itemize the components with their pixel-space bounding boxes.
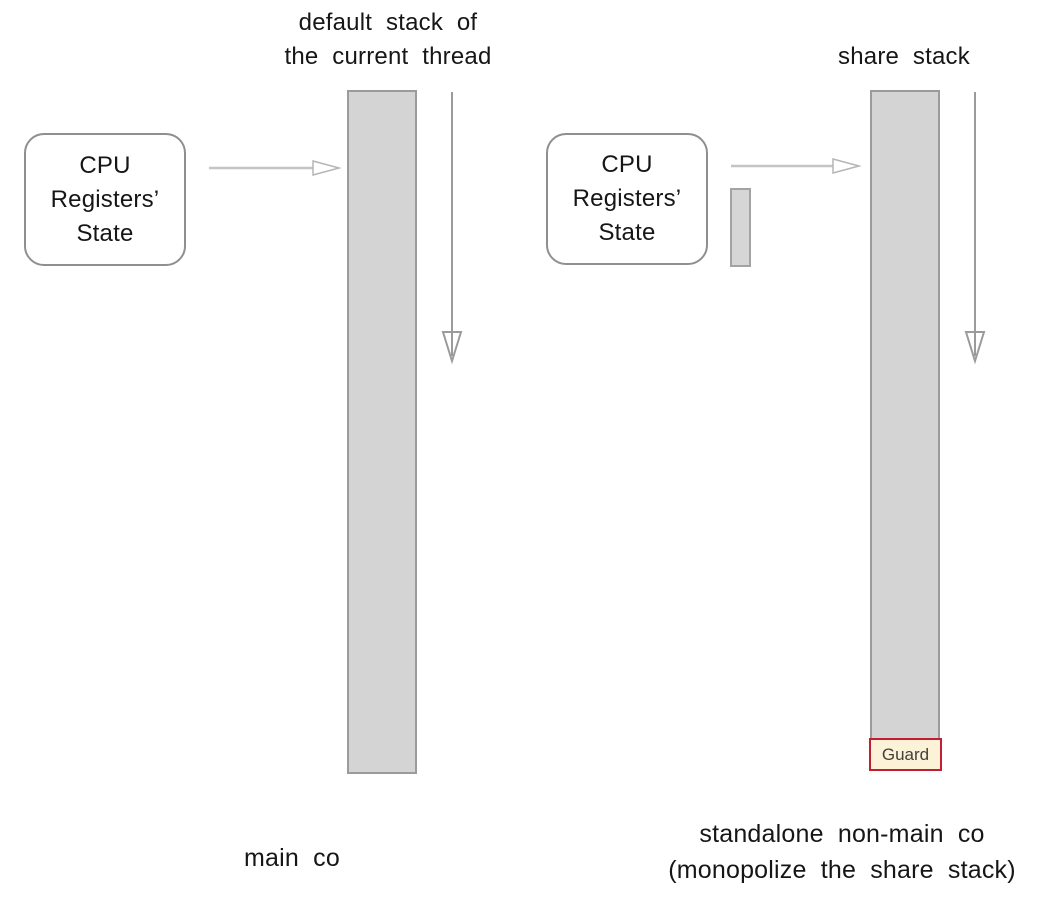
- down-arrow-icon: [441, 92, 463, 365]
- left-stack-title-line1: default stack of: [298, 9, 478, 36]
- cpu-box-right-line2: Registers’: [572, 185, 682, 212]
- default-thread-stack-rect: [347, 90, 417, 774]
- cpu-box-left-line1: CPU: [79, 151, 131, 179]
- guard-label: Guard: [881, 744, 930, 764]
- left-stack-title: default stack of the current thread: [228, 6, 548, 74]
- cpu-box-left-line3: State: [76, 219, 134, 247]
- left-caption: main co: [192, 840, 392, 876]
- right-caption: standalone non-main co (monopolize the s…: [626, 816, 1058, 888]
- cpu-registers-box-right: CPU Registers’ State: [546, 133, 708, 265]
- left-stack-title-line2: the current thread: [284, 43, 492, 70]
- down-arrow-icon: [964, 92, 986, 365]
- share-stack-rect: [870, 90, 940, 771]
- right-caption-line2: (monopolize the share stack): [668, 856, 1016, 884]
- right-stack-title-text: share stack: [838, 43, 970, 70]
- cpu-registers-box-left: CPU Registers’ State: [24, 133, 186, 266]
- right-arrow-icon: [731, 158, 862, 174]
- cpu-box-right-line1: CPU: [601, 151, 653, 178]
- right-stack-title: share stack: [804, 40, 1004, 74]
- right-arrow-icon: [209, 160, 342, 176]
- cpu-box-right-line3: State: [598, 219, 656, 246]
- guard-box: Guard: [869, 738, 942, 771]
- cpu-box-left-line2: Registers’: [50, 185, 160, 213]
- saved-stack-fragment-rect: [730, 188, 751, 267]
- left-caption-text: main co: [244, 844, 340, 872]
- right-caption-line1: standalone non-main co: [699, 820, 985, 848]
